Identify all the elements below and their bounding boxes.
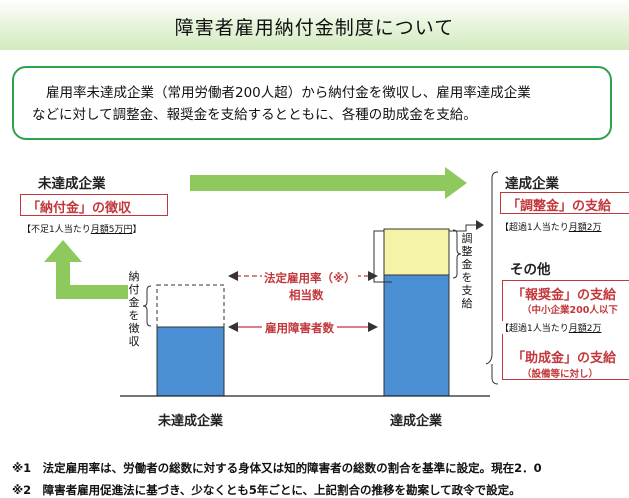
levy-box: 「納付金」の徴収 [20,194,168,216]
page-title: 障害者雇用納付金制度について [174,17,455,39]
vertical-char: 整 [461,245,473,258]
legal-rate-label-1: 法定雇用率（※） [262,270,358,286]
subsidy-sub: （設備等に対し） [522,369,599,380]
connector-to-panel [449,224,476,232]
note-2: ※2 障害者雇用促進法に基づき、少なくとも5年ごとに、上記割合の推移を勘案して政… [12,483,521,497]
adjustment-vertical-label: 調整金を支給 [461,232,473,310]
summary-line-1: 雇用率未達成企業（常用労働者200人超）から納付金を徴収し、雇用率達成企業 [46,85,531,101]
title-banner [0,0,629,50]
vertical-char: 給 [461,297,473,310]
vertical-char: 支 [461,284,473,297]
return-flow-arrow [44,240,128,299]
left-bar-employed [156,326,225,397]
subsidy-label: 「助成金」の支給 [512,351,617,366]
right-brace [452,229,462,279]
vertical-char: 付 [128,283,140,296]
vertical-char: 収 [128,335,140,348]
legal-rate-label-2: 相当数 [289,288,324,302]
reward-sub: （中小企業200人以下 [522,305,618,316]
x-label-achieved: 達成企業 [390,414,443,429]
adjustment-rate: 【超過1人当たり月額2万 [500,223,602,233]
reward-label: 「報奨金」の支給 [512,288,617,303]
right-bar-employed [383,274,450,397]
legal-rate-arrow-right [368,271,378,281]
vertical-char: 納 [128,270,140,283]
left-bar-shortfall [156,284,225,328]
employed-label: 雇用障害者数 [262,320,337,336]
summary-line-2: などに対して調整金、報奨金を支給するとともに、各種の助成金を支給。 [32,107,477,123]
employed-arrow-left [228,322,238,332]
left-heading: 未達成企業 [38,176,106,192]
top-flow-arrow [190,167,467,199]
levy-vertical-label: 納付金を徴収 [128,270,140,348]
legal-rate-arrow-left [228,271,238,281]
vertical-char: を [461,271,473,284]
right-heading-achieved: 達成企業 [505,176,559,192]
right-panel-brace [485,171,499,365]
right-heading-other: その他 [510,262,551,278]
connector-arrowhead [476,220,484,230]
levy-rate: 【不足1人当たり月額5万円】 [22,225,142,235]
vertical-char: 金 [128,296,140,309]
vertical-char: を [128,309,140,322]
adjustment-box: 「調整金」の支給 [500,192,629,214]
right-bar-excess [383,228,450,276]
left-brace [142,285,152,327]
vertical-char: 徴 [128,322,140,335]
reward-rate: 【超過1人当たり月額2万 [500,321,602,334]
note-1: ※1 法定雇用率は、労働者の総数に対する身体又は知的障害者の総数の割合を基準に設… [12,461,542,475]
employed-arrow-right [368,322,378,332]
x-label-unachieved: 未達成企業 [158,414,224,429]
summary-box: 雇用率未達成企業（常用労働者200人超）から納付金を徴収し、雇用率達成企業 など… [12,66,612,140]
vertical-char: 調 [461,232,473,245]
vertical-char: 金 [461,258,473,271]
